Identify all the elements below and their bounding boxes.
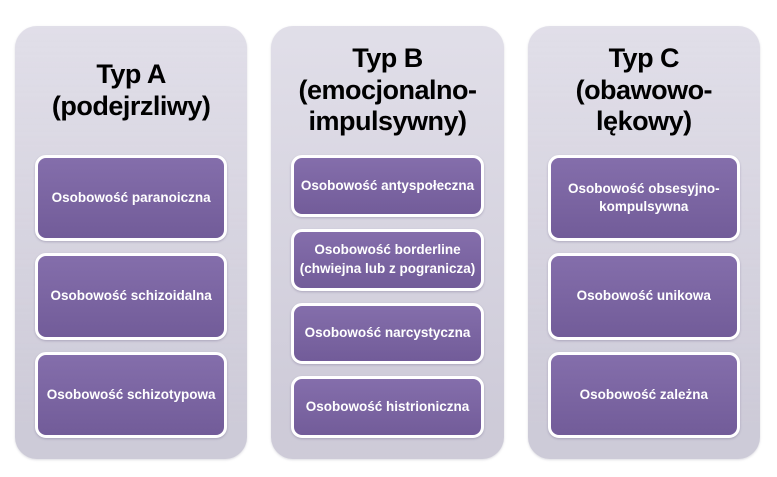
diagram-box-label: Osobowość unikowa — [576, 288, 711, 304]
panel-typ-b-items: Osobowość antyspołeczna Osobowość border… — [291, 155, 484, 438]
diagram-box-narcystyczna: Osobowość narcystyczna — [291, 302, 484, 365]
panel-typ-c-items: Osobowość obsesyjno- kompulsywna Osobowo… — [547, 155, 740, 438]
diagram-box-label: Osobowość schizoidalna — [50, 288, 212, 304]
panel-typ-a: Typ A (podejrzliwy) Osobowość paranoiczn… — [15, 26, 247, 459]
panel-typ-c-title: Typ C (obawowo- lękowy) — [575, 43, 713, 137]
panel-typ-b: Typ B (emocjonalno- impulsywny) Osobowoś… — [271, 26, 503, 459]
diagram-box-label: Osobowość narcystyczna — [304, 325, 471, 341]
panel-typ-a-title: Typ A (podejrzliwy) — [51, 58, 211, 121]
panel-typ-a-items: Osobowość paranoiczna Osobowość schizoid… — [35, 155, 228, 438]
diagram-box-zalezna: Osobowość zależna — [547, 351, 740, 438]
diagram-box-unikowa: Osobowość unikowa — [547, 253, 740, 340]
diagram-box-histrioniczna: Osobowość histrioniczna — [291, 376, 484, 438]
diagram-box-obsesyjno-kompulsywna: Osobowość obsesyjno- kompulsywna — [547, 155, 740, 242]
diagram-box-borderline: Osobowość borderline (chwiejna lub z pog… — [291, 228, 484, 291]
diagram-box-label: Osobowość obsesyjno- kompulsywna — [568, 180, 720, 215]
diagram-box-label: Osobowość paranoiczna — [51, 190, 211, 206]
panel-typ-c: Typ C (obawowo- lękowy) Osobowość obsesy… — [528, 26, 760, 459]
diagram-box-schizoidalna: Osobowość schizoidalna — [35, 253, 228, 340]
panel-typ-b-title: Typ B (emocjonalno- impulsywny) — [298, 43, 477, 137]
diagram-box-schizotypowa: Osobowość schizotypowa — [35, 351, 228, 438]
diagram-box-label: Osobowość schizotypowa — [46, 386, 216, 402]
diagram-box-label: Osobowość zależna — [579, 386, 708, 402]
personality-types-diagram: Typ A (podejrzliwy) Osobowość paranoiczn… — [15, 26, 760, 459]
diagram-box-label: Osobowość borderline (chwiejna lub z pog… — [299, 242, 476, 276]
diagram-box-paranoiczna: Osobowość paranoiczna — [35, 155, 228, 242]
diagram-box-label: Osobowość antyspołeczna — [300, 177, 475, 193]
diagram-box-label: Osobowość histrioniczna — [305, 399, 470, 415]
diagram-box-antyspoleczna: Osobowość antyspołeczna — [291, 155, 484, 217]
